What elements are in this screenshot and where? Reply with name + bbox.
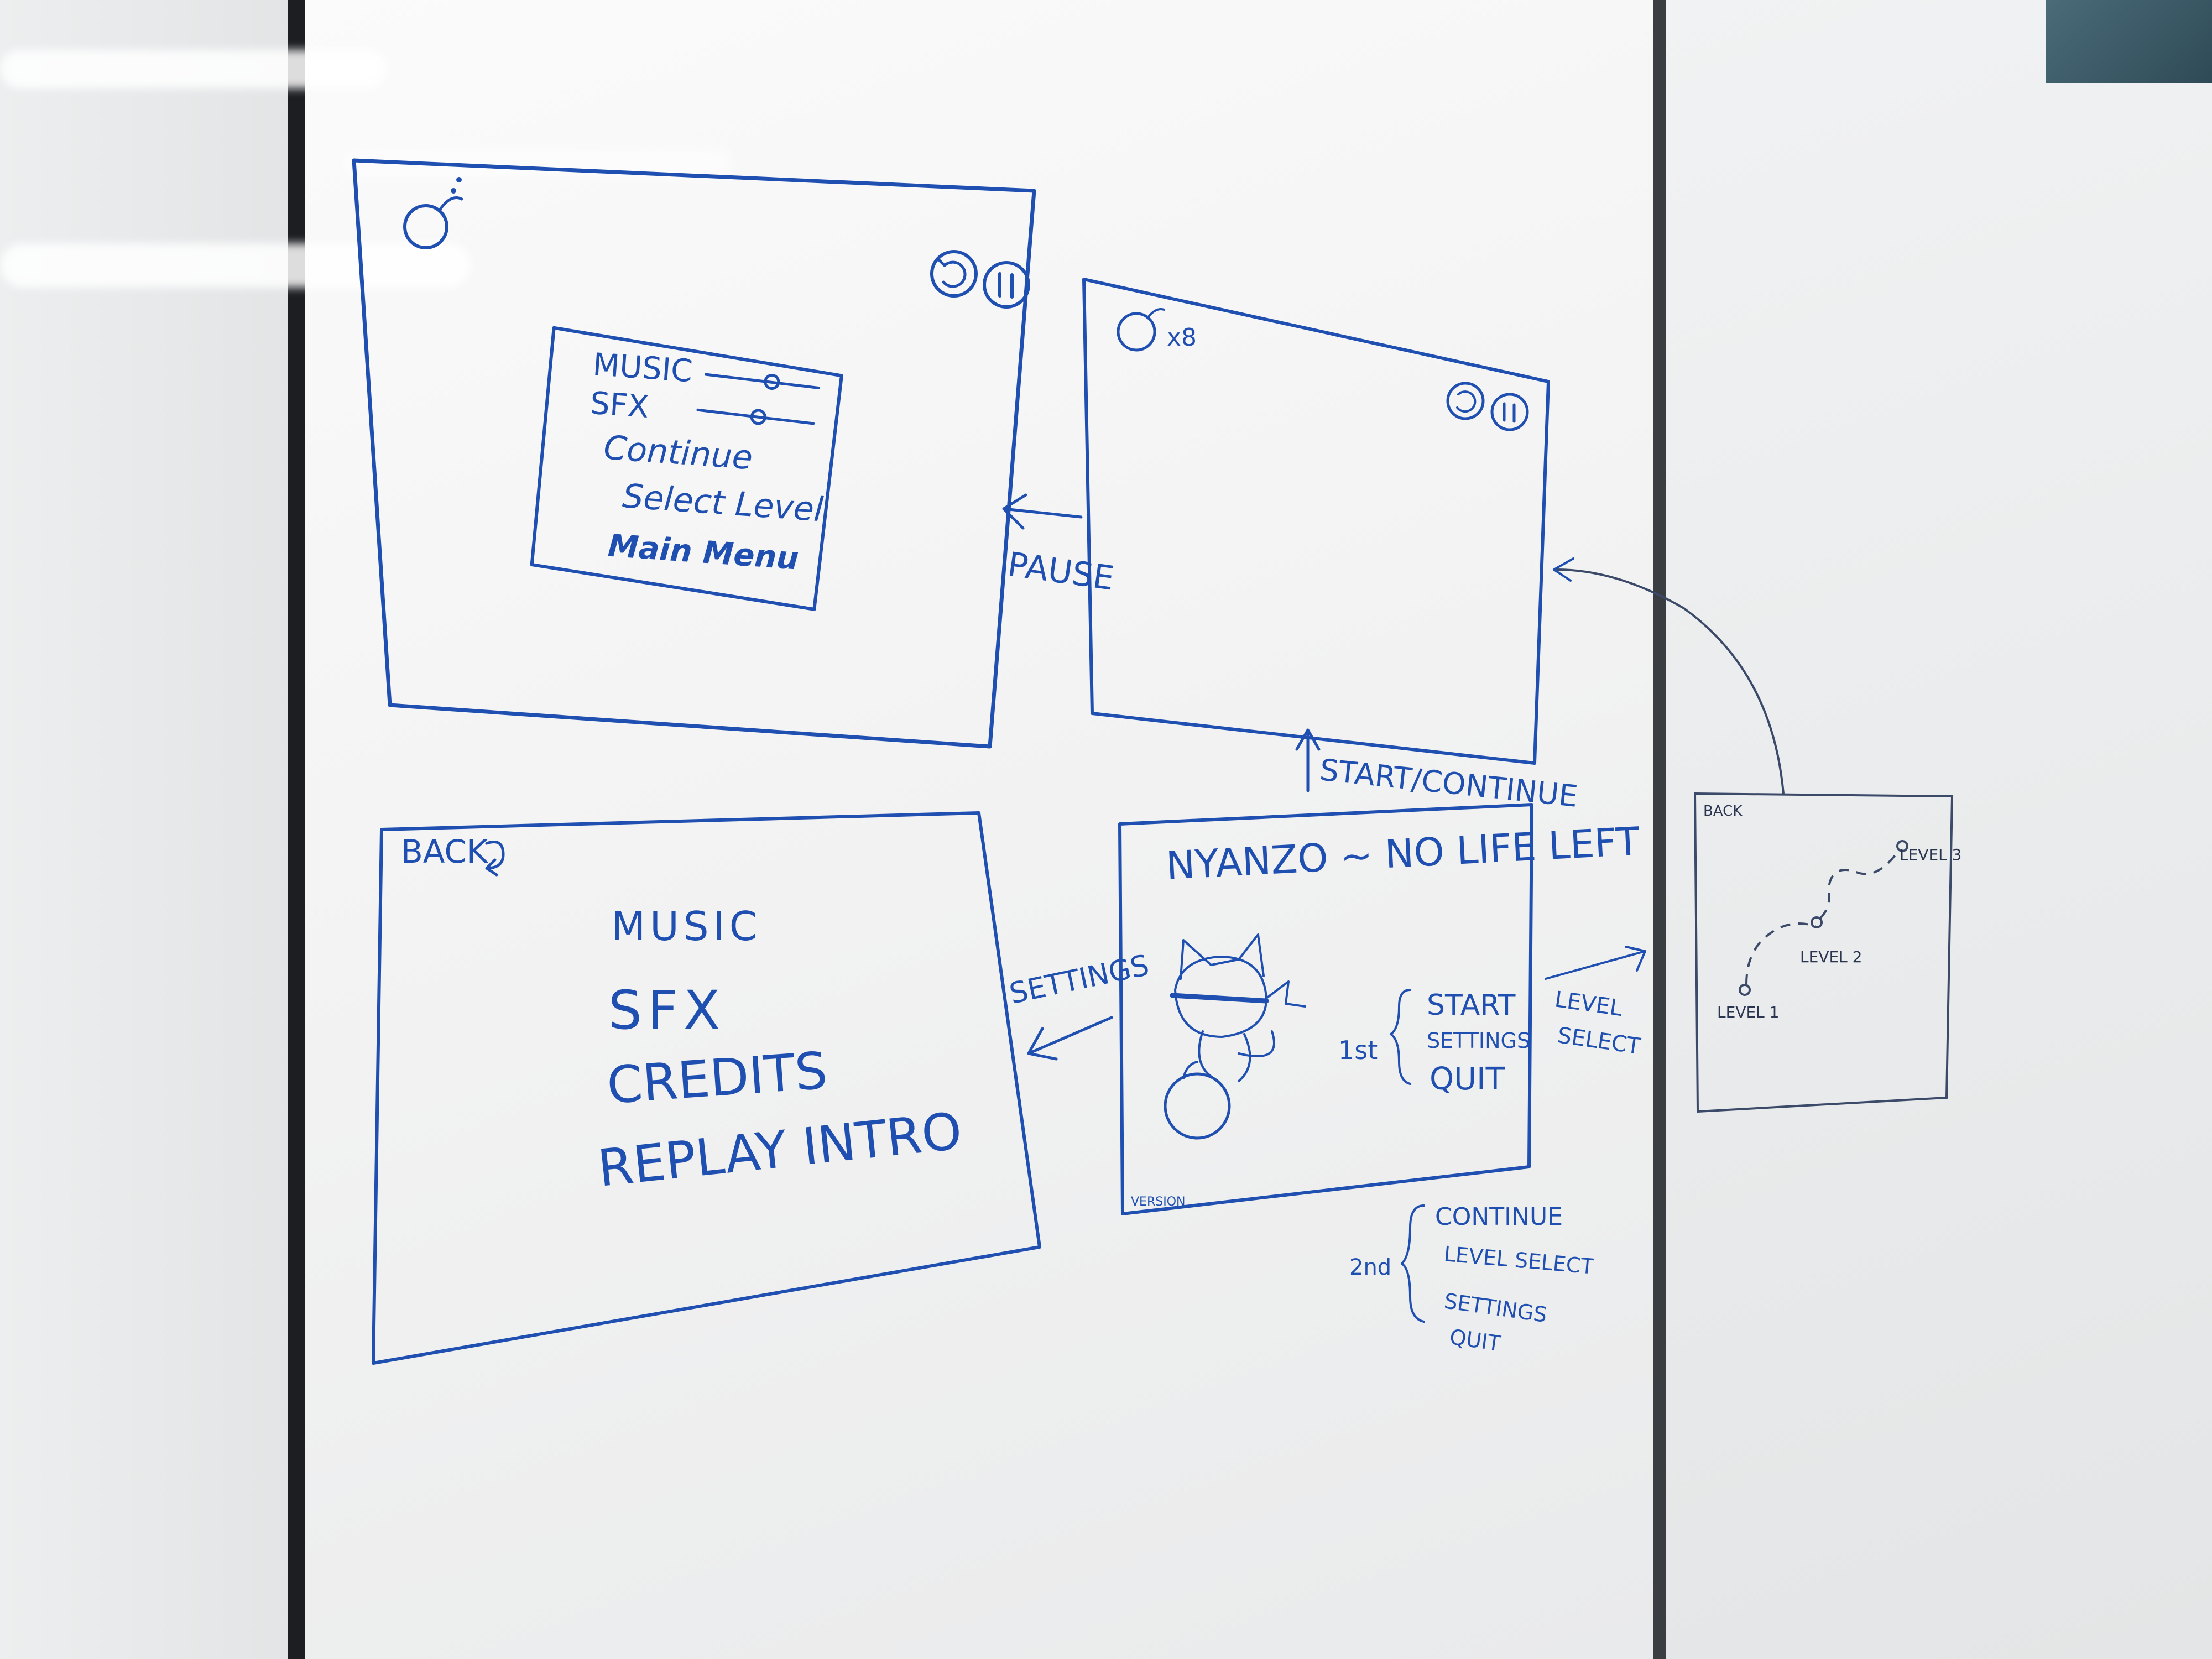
level-to-game-connector xyxy=(1556,568,1785,795)
bomb-icon xyxy=(1117,308,1165,352)
game-screen-wireframe: x8 xyxy=(1082,278,1550,765)
level-select-label-line2: SELECT xyxy=(1556,1022,1642,1060)
bomb-icon xyxy=(403,177,463,249)
pause-menu-wireframe: MUSIC SFX Continue Select Level Main Men… xyxy=(352,158,1036,749)
popup-select-level: Select Level xyxy=(621,477,825,529)
music-slider xyxy=(704,373,820,389)
cat-character xyxy=(1164,933,1306,1140)
pause-icon xyxy=(983,261,1030,309)
title-option-settings: SETTINGS xyxy=(1427,1029,1530,1053)
second-option-level-select: LEVEL SELECT xyxy=(1443,1241,1595,1279)
version-label: VERSION ... xyxy=(1131,1195,1201,1209)
settings-item-replay-intro: REPLAY INTRO xyxy=(595,1101,964,1198)
popup-sfx-label: SFX xyxy=(589,385,650,425)
second-visit-label: 2nd xyxy=(1349,1255,1391,1280)
pause-screen-frame xyxy=(352,158,1036,749)
window-strip xyxy=(2046,0,2212,83)
title-option-quit: QUIT xyxy=(1430,1061,1505,1097)
title-screen-frame xyxy=(1118,803,1533,1215)
second-visit-options: 2nd CONTINUE LEVEL SELECT SETTINGS QUIT xyxy=(1349,1203,1595,1356)
bomb-icon xyxy=(1164,1072,1231,1140)
popup-continue: Continue xyxy=(602,429,754,478)
level-2-label: LEVEL 2 xyxy=(1800,948,1862,966)
pause-icon xyxy=(1490,393,1529,431)
level-node-2 xyxy=(1811,916,1823,928)
panel-seam-right xyxy=(1653,0,1666,1659)
path-1-2 xyxy=(1745,922,1816,985)
game-screen-frame xyxy=(1082,278,1550,765)
first-visit-label: 1st xyxy=(1338,1035,1378,1065)
game-title: NYANZO ~ NO LIFE LEFT xyxy=(1165,818,1641,889)
level-select-label-line1: LEVEL xyxy=(1553,987,1624,1021)
sfx-slider xyxy=(696,408,815,425)
level-select-arrow xyxy=(1545,946,1646,980)
level-1-label: LEVEL 1 xyxy=(1717,1003,1779,1021)
brace xyxy=(1401,1204,1425,1323)
second-option-quit: QUIT xyxy=(1448,1324,1503,1356)
level-map-wireframe: BACK LEVEL 1 LEVEL 2 LEVEL 3 xyxy=(1693,792,1961,1113)
settings-label: SETTINGS xyxy=(1006,949,1152,1011)
level-map-frame xyxy=(1693,792,1954,1113)
whiteboard-panel-right xyxy=(1666,0,2212,1659)
sfx-slider-knob xyxy=(750,409,766,425)
second-option-continue: CONTINUE xyxy=(1435,1203,1563,1231)
light-reflection xyxy=(0,243,470,288)
music-slider-knob xyxy=(764,374,780,390)
pause-popup: MUSIC SFX Continue Select Level Main Men… xyxy=(530,326,843,611)
restart-icon xyxy=(930,250,978,298)
settings-back: BACK xyxy=(401,833,489,870)
second-option-settings: SETTINGS xyxy=(1443,1288,1548,1327)
level-map-back: BACK xyxy=(1703,803,1743,820)
settings-screen-wireframe: BACK MUSIC SFX CREDITS REPLAY INTRO xyxy=(372,811,1041,1365)
settings-screen-frame xyxy=(372,811,1041,1365)
popup-music-label: MUSIC xyxy=(592,347,694,389)
title-option-start: START xyxy=(1427,989,1516,1022)
level-select-transition: LEVEL SELECT xyxy=(1545,946,1646,1060)
restart-icon xyxy=(1446,382,1485,420)
light-reflection xyxy=(0,50,387,88)
level-node-1 xyxy=(1739,984,1751,996)
brace xyxy=(1390,989,1411,1085)
settings-arrow xyxy=(1027,1016,1113,1061)
lives-count: x8 xyxy=(1167,324,1197,352)
pause-arrow xyxy=(1002,493,1083,530)
pause-transition: PAUSE xyxy=(1002,493,1117,598)
start-continue-arrow xyxy=(1295,728,1321,792)
whiteboard-panel-main xyxy=(305,0,1653,1659)
start-continue-label: START/CONTINUE xyxy=(1318,752,1579,814)
level-3-label: LEVEL 3 xyxy=(1900,846,1961,864)
level-to-game-arrowhead xyxy=(1553,557,1574,582)
level-node-3 xyxy=(1896,840,1908,852)
settings-item-music: MUSIC xyxy=(611,903,761,950)
settings-item-credits: CREDITS xyxy=(605,1041,829,1115)
popup-main-menu: Main Menu xyxy=(607,528,800,577)
path-2-3 xyxy=(1819,851,1899,919)
settings-item-sfx: SFX xyxy=(608,979,726,1041)
settings-transition: SETTINGS xyxy=(1006,949,1152,1061)
back-arrow-icon xyxy=(485,841,505,877)
pause-label: PAUSE xyxy=(1005,545,1117,598)
